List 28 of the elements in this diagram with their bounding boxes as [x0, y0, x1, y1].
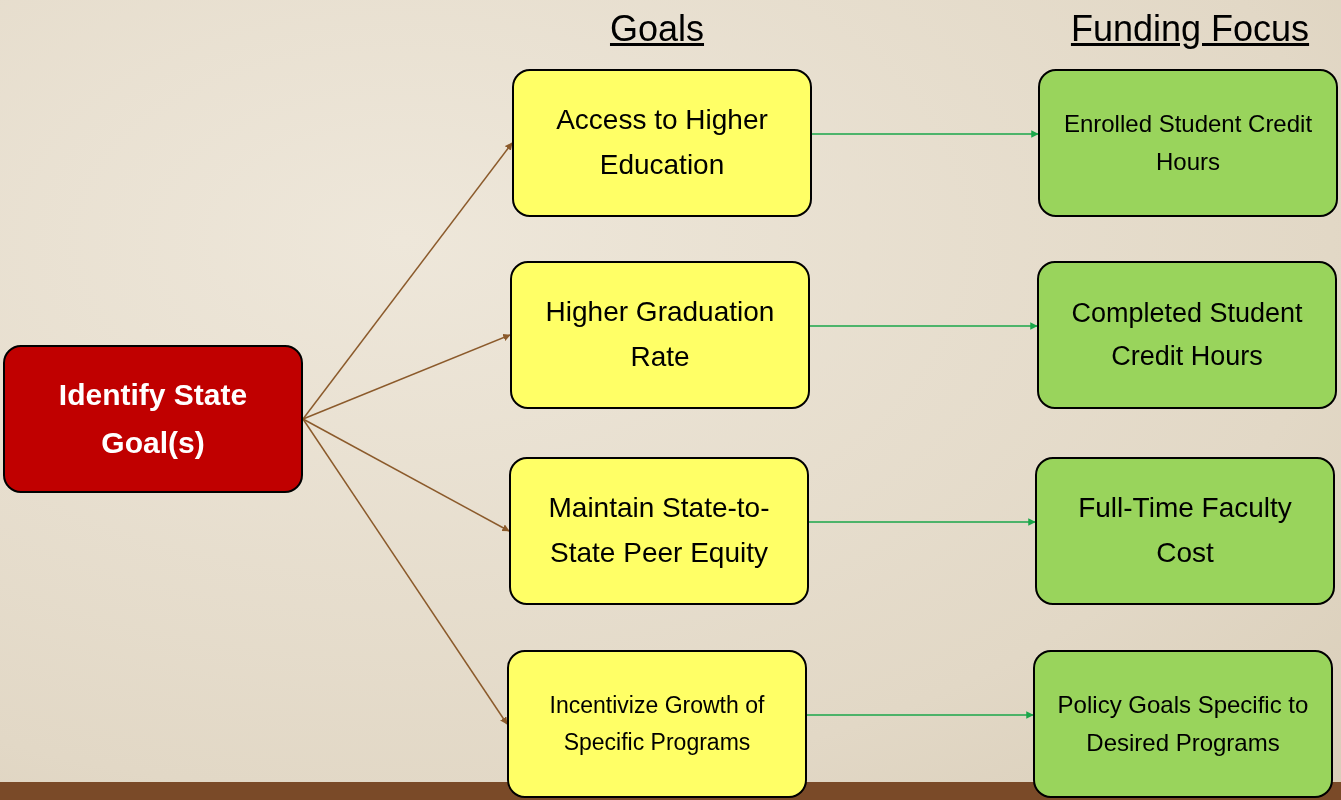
goal-identification-box — [3, 345, 303, 493]
funding-focus-box — [1037, 261, 1337, 409]
column-heading: Goals — [610, 8, 704, 50]
arrow — [811, 130, 1039, 138]
box-label: Maintain State-to-State Peer Equity — [547, 491, 771, 570]
funding-focus-box — [1035, 457, 1335, 605]
box-label: Enrolled Student Credit Hours — [1062, 108, 1314, 177]
arrow — [809, 322, 1038, 330]
funding-focus-box — [1038, 69, 1338, 217]
arrow — [806, 711, 1034, 719]
goal-box — [512, 69, 812, 217]
box-label: Identify State Goal(s) — [57, 377, 249, 461]
box-label: Higher Graduation Rate — [544, 295, 776, 374]
arrow — [808, 518, 1036, 526]
box-label: Access to Higher Education — [555, 103, 769, 182]
goal-box — [507, 650, 807, 798]
arrow — [302, 334, 511, 420]
column-heading: Funding Focus — [1070, 8, 1310, 50]
box-label: Completed Student Credit Hours — [1070, 296, 1304, 373]
arrow — [302, 418, 510, 532]
arrow — [302, 418, 508, 725]
goal-box — [509, 457, 809, 605]
box-label: Full-Time Faculty Cost — [1077, 491, 1293, 570]
funding-focus-box — [1033, 650, 1333, 798]
box-label: Incentivize Growth of Specific Programs — [548, 691, 766, 757]
box-label: Policy Goals Specific to Desired Programs — [1056, 689, 1310, 758]
arrow — [302, 142, 513, 420]
goal-box — [510, 261, 810, 409]
